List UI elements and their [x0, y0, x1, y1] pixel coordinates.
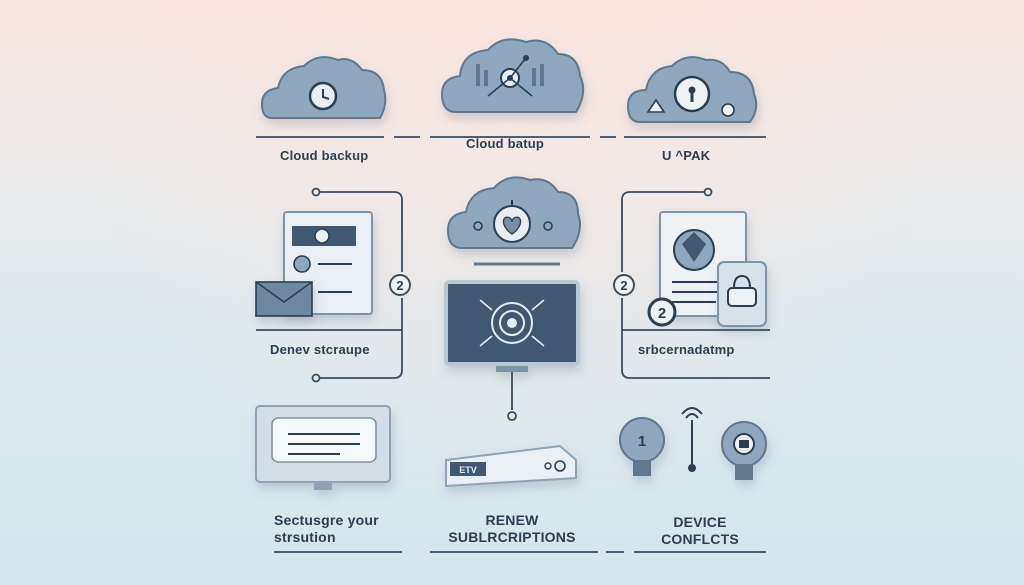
mid-right-badge-number: 2	[620, 278, 627, 293]
set-top-box-icon	[445, 444, 577, 488]
left-bracket-badge-circle	[389, 274, 411, 296]
left-bracket-connector	[311, 187, 403, 383]
bottom-left-label-line2: strsution	[274, 529, 336, 545]
bottom-left-label: Sectusgre your strsution	[274, 512, 379, 546]
bottom-center-label-line1: RENEW	[485, 512, 539, 528]
top-center-label: Cloud batup	[466, 136, 545, 151]
bottom-right-label-line2: CONFLCTS	[661, 531, 739, 547]
cloud-network-icon	[440, 38, 585, 113]
top-left-label: Cloud backup	[280, 148, 369, 163]
cloud-clock-icon	[260, 56, 387, 119]
right-bracket-connector	[621, 187, 770, 379]
cloud-heart-icon	[446, 176, 581, 249]
monitor-target-icon	[444, 280, 580, 372]
bottom-right-label-line1: DEVICE	[673, 514, 727, 530]
lightbulb-left-icon	[619, 417, 665, 476]
bottom-left-label-line1: Sectusgre your	[274, 512, 379, 528]
right-bracket-badge-circle	[613, 274, 635, 296]
center-connector	[507, 372, 517, 421]
envelope-icon	[255, 281, 313, 317]
mid-left-label: Denev stcraupe	[270, 342, 370, 357]
bottom-right-label: DEVICE CONFLCTS	[648, 514, 752, 548]
mid-right-label: srbcernadatmp	[638, 342, 735, 357]
wifi-signal-icon	[681, 407, 703, 472]
document-badge-circle	[647, 297, 677, 327]
mid-left-badge-number: 2	[396, 278, 403, 293]
set-top-box-label: ETV	[459, 465, 477, 475]
bottom-center-label: RENEW SUBLRCRIPTIONS	[430, 512, 594, 546]
cloud-lock-icon	[626, 56, 758, 123]
monitor-window-icon	[255, 405, 391, 490]
bulb-left-badge-number: 1	[638, 433, 646, 450]
document-badge-number: 2	[658, 305, 666, 322]
lightbulb-right-icon	[721, 421, 767, 480]
key-card-icon	[717, 261, 767, 327]
top-right-label: U ^PAK	[662, 148, 711, 163]
bottom-center-label-line2: SUBLRCRIPTIONS	[448, 529, 576, 545]
